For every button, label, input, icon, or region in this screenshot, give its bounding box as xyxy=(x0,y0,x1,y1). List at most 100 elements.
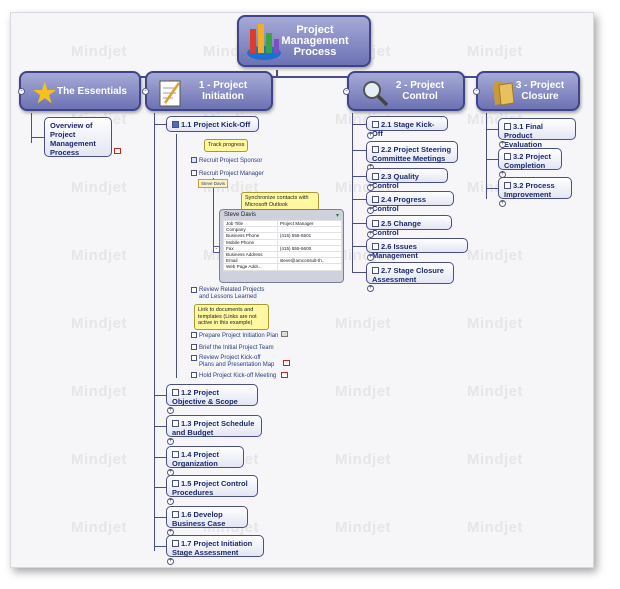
task-review-projects[interactable]: Review Related Projects and Lessons Lear… xyxy=(191,287,273,300)
watermark-text: Mindjet xyxy=(335,451,391,468)
collapse-toggle[interactable]: - xyxy=(142,88,149,95)
topic-closure-sub[interactable]: 3.2 Process Improvement xyxy=(498,177,572,199)
topic-label: 1.5 Project Control Procedures xyxy=(172,479,248,497)
collapse-toggle[interactable]: - xyxy=(343,88,350,95)
topic-initiation-sub[interactable]: 1.4 Project Organization xyxy=(166,446,244,468)
contact-tag[interactable]: Steve Davis xyxy=(198,179,229,188)
connector xyxy=(486,113,487,199)
topic-kickoff[interactable]: 1.1 Project Kick-Off xyxy=(166,116,259,132)
connector xyxy=(154,517,168,518)
topic-label: 3.2 Process Improvement xyxy=(504,181,555,199)
topic-control-sub[interactable]: 2.2 Project Steering Committee Meetings xyxy=(366,141,458,163)
task-checkbox[interactable] xyxy=(172,451,179,458)
topic-control-sub[interactable]: 2.4 Progress Control xyxy=(366,191,454,213)
watermark-text: Mindjet xyxy=(467,247,523,264)
document-icon[interactable] xyxy=(281,331,289,337)
task-checkbox[interactable] xyxy=(372,243,379,250)
expand-toggle[interactable]: + xyxy=(367,184,374,191)
main-topic-initiation[interactable]: 1 - Project Initiation xyxy=(145,71,273,111)
collapse-toggle[interactable]: - xyxy=(18,88,25,95)
topic-initiation-sub[interactable]: 1.2 Project Objective & Scope xyxy=(166,384,258,406)
task-checkbox[interactable] xyxy=(504,123,511,130)
task-checkbox[interactable] xyxy=(172,540,179,547)
expand-toggle[interactable]: + xyxy=(367,285,374,292)
topic-initiation-sub[interactable]: 1.7 Project Initiation Stage Assessment xyxy=(166,535,264,557)
expand-toggle[interactable]: + xyxy=(367,207,374,214)
watermark-text: Mindjet xyxy=(71,247,127,264)
task-checkbox[interactable] xyxy=(172,480,179,487)
callout-track-progress: Track progress xyxy=(204,139,249,152)
connector xyxy=(154,546,168,547)
expand-toggle[interactable]: + xyxy=(367,231,374,238)
task-checkbox[interactable] xyxy=(372,146,379,153)
task-sponsor[interactable]: Recruit Project Sponsor xyxy=(191,157,262,165)
task-checkbox[interactable] xyxy=(372,267,379,274)
note-icon[interactable] xyxy=(281,372,288,378)
central-topic[interactable]: Project Management Process xyxy=(237,15,371,67)
task-checkbox[interactable] xyxy=(372,220,379,227)
topic-overview[interactable]: Overview of Project Management Process xyxy=(44,117,112,157)
topic-label: 3.2 Project Completion xyxy=(504,152,551,170)
task-hold-meeting[interactable]: Hold Project Kick-off Meeting xyxy=(191,372,276,380)
watermark-text: Mindjet xyxy=(71,519,127,536)
topic-control-sub[interactable]: 2.3 Quality Control xyxy=(366,168,448,190)
expand-toggle[interactable]: + xyxy=(167,498,174,505)
task-checkbox[interactable] xyxy=(172,389,179,396)
task-checkbox-checked[interactable] xyxy=(191,157,197,163)
task-brief-team[interactable]: Brief the Initial Project Team xyxy=(191,344,274,352)
task-checkbox[interactable] xyxy=(372,173,379,180)
topic-closure-sub[interactable]: 3.1 Final Product Evaluation xyxy=(498,118,576,149)
topic-control-sub[interactable]: 2.1 Stage Kick-Off xyxy=(366,116,448,138)
task-review-plans[interactable]: Review Project Kick-off Plans and Presen… xyxy=(191,355,277,368)
task-checkbox[interactable] xyxy=(172,511,179,518)
note-icon[interactable] xyxy=(114,148,121,154)
task-checkbox[interactable] xyxy=(191,372,197,378)
topic-label: 3.1 Final Product Evaluation xyxy=(504,122,544,149)
expand-toggle[interactable]: + xyxy=(367,132,374,139)
collapse-toggle[interactable]: - xyxy=(473,88,480,95)
expand-toggle[interactable]: + xyxy=(499,200,506,207)
expand-toggle[interactable]: + xyxy=(367,254,374,261)
topic-label: 2.6 Issues Management xyxy=(372,242,418,260)
topic-control-sub[interactable]: 2.6 Issues Management xyxy=(366,238,468,260)
watermark-text: Mindjet xyxy=(467,519,523,536)
topic-control-sub[interactable]: 2.5 Change Control xyxy=(366,215,452,237)
connector xyxy=(352,113,353,273)
watermark-text: Mindjet xyxy=(335,519,391,536)
task-checkbox[interactable] xyxy=(191,344,197,350)
expand-toggle[interactable]: + xyxy=(167,407,174,414)
connector xyxy=(486,159,498,160)
watermark-text: Mindjet xyxy=(467,451,523,468)
task-checkbox[interactable] xyxy=(372,196,379,203)
expand-toggle[interactable]: + xyxy=(167,438,174,445)
watermark-text: Mindjet xyxy=(71,383,127,400)
task-checkbox[interactable] xyxy=(504,153,511,160)
task-manager[interactable]: Recruit Project Manager xyxy=(191,170,264,178)
topic-initiation-sub[interactable]: 1.3 Project Schedule and Budget xyxy=(166,415,262,437)
note-icon[interactable] xyxy=(283,360,290,366)
task-checkbox[interactable] xyxy=(191,287,197,293)
expand-toggle[interactable]: + xyxy=(499,141,506,148)
task-checkbox[interactable] xyxy=(191,170,197,176)
main-topic-closure[interactable]: 3 - Project Closure xyxy=(476,71,580,111)
card-menu-icon[interactable]: ▾ xyxy=(335,213,339,219)
task-checkbox[interactable] xyxy=(191,355,197,361)
expand-toggle[interactable]: + xyxy=(167,558,174,565)
task-checkbox[interactable] xyxy=(172,420,179,427)
task-checkbox[interactable] xyxy=(191,332,197,338)
task-prepare-plan[interactable]: Prepare Project Initiation Plan xyxy=(191,331,289,340)
topic-initiation-sub[interactable]: 1.6 Develop Business Case xyxy=(166,506,248,528)
topic-control-sub[interactable]: 2.7 Stage Closure Assessment xyxy=(366,262,454,284)
task-checkbox[interactable] xyxy=(504,182,511,189)
topic-initiation-sub[interactable]: 1.5 Project Control Procedures xyxy=(166,475,258,497)
main-topic-essentials[interactable]: ★ The Essentials xyxy=(19,71,141,111)
connector xyxy=(31,137,47,138)
topic-closure-sub[interactable]: 3.2 Project Completion xyxy=(498,148,562,170)
watermark-text: Mindjet xyxy=(335,315,391,332)
task-checkbox[interactable] xyxy=(172,121,179,128)
connector xyxy=(352,124,366,125)
expand-toggle[interactable]: - xyxy=(213,246,220,253)
main-topic-control[interactable]: 2 - Project Control xyxy=(347,71,465,111)
task-checkbox[interactable] xyxy=(372,121,379,128)
